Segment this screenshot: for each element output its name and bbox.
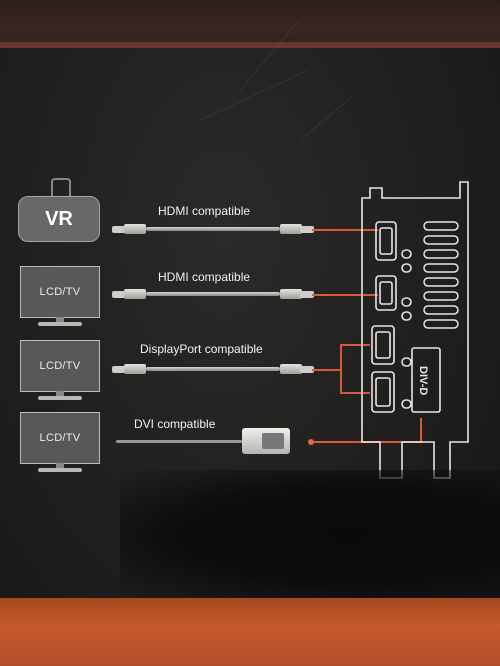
connection-label-displayport: DisplayPort compatible [140,342,263,356]
vr-headset-icon: VR [18,178,100,244]
connector-line [312,369,342,371]
dp-plug-right [280,364,302,374]
graphics-card-bracket-icon: DIV-D [361,181,469,479]
wooden-table-edge [0,598,500,666]
connector-line [340,392,370,394]
scratch-mark [199,69,309,121]
hdmi-cable-2 [146,292,280,296]
connector-line [420,418,422,443]
connection-label-dvi: DVI compatible [134,417,216,431]
connector-line [340,344,370,346]
cable-tip [300,226,314,233]
connector-dot [308,439,314,445]
monitor-label: LCD/TV [39,286,81,298]
vr-label: VR [45,207,73,230]
connector-line [312,229,378,231]
dvi-cable [116,440,242,443]
connector-line [340,344,342,394]
hdmi-plug-right [280,289,302,299]
cable-tip [112,366,126,373]
cable-tip [112,291,126,298]
box-top-band [0,0,500,48]
hdmi-plug-right [280,224,302,234]
dp-plug-left [124,364,146,374]
hdmi-cable-1 [146,227,280,231]
cable-tip [300,291,314,298]
scratch-mark [299,95,354,141]
monitor-label: LCD/TV [39,360,81,372]
dvi-plug [242,428,290,454]
box-top-stripe [0,42,500,48]
shadow [120,470,500,600]
connection-label-hdmi-1: HDMI compatible [158,204,251,218]
cable-tip [300,366,314,373]
hdmi-plug-left [124,224,146,234]
dvi-port-label: DIV-D [417,366,429,395]
connector-line [312,294,378,296]
connection-label-hdmi-2: HDMI compatible [158,270,251,284]
monitor-label: LCD/TV [39,432,81,444]
displayport-cable [146,367,280,371]
hdmi-plug-left [124,289,146,299]
cable-tip [112,226,126,233]
